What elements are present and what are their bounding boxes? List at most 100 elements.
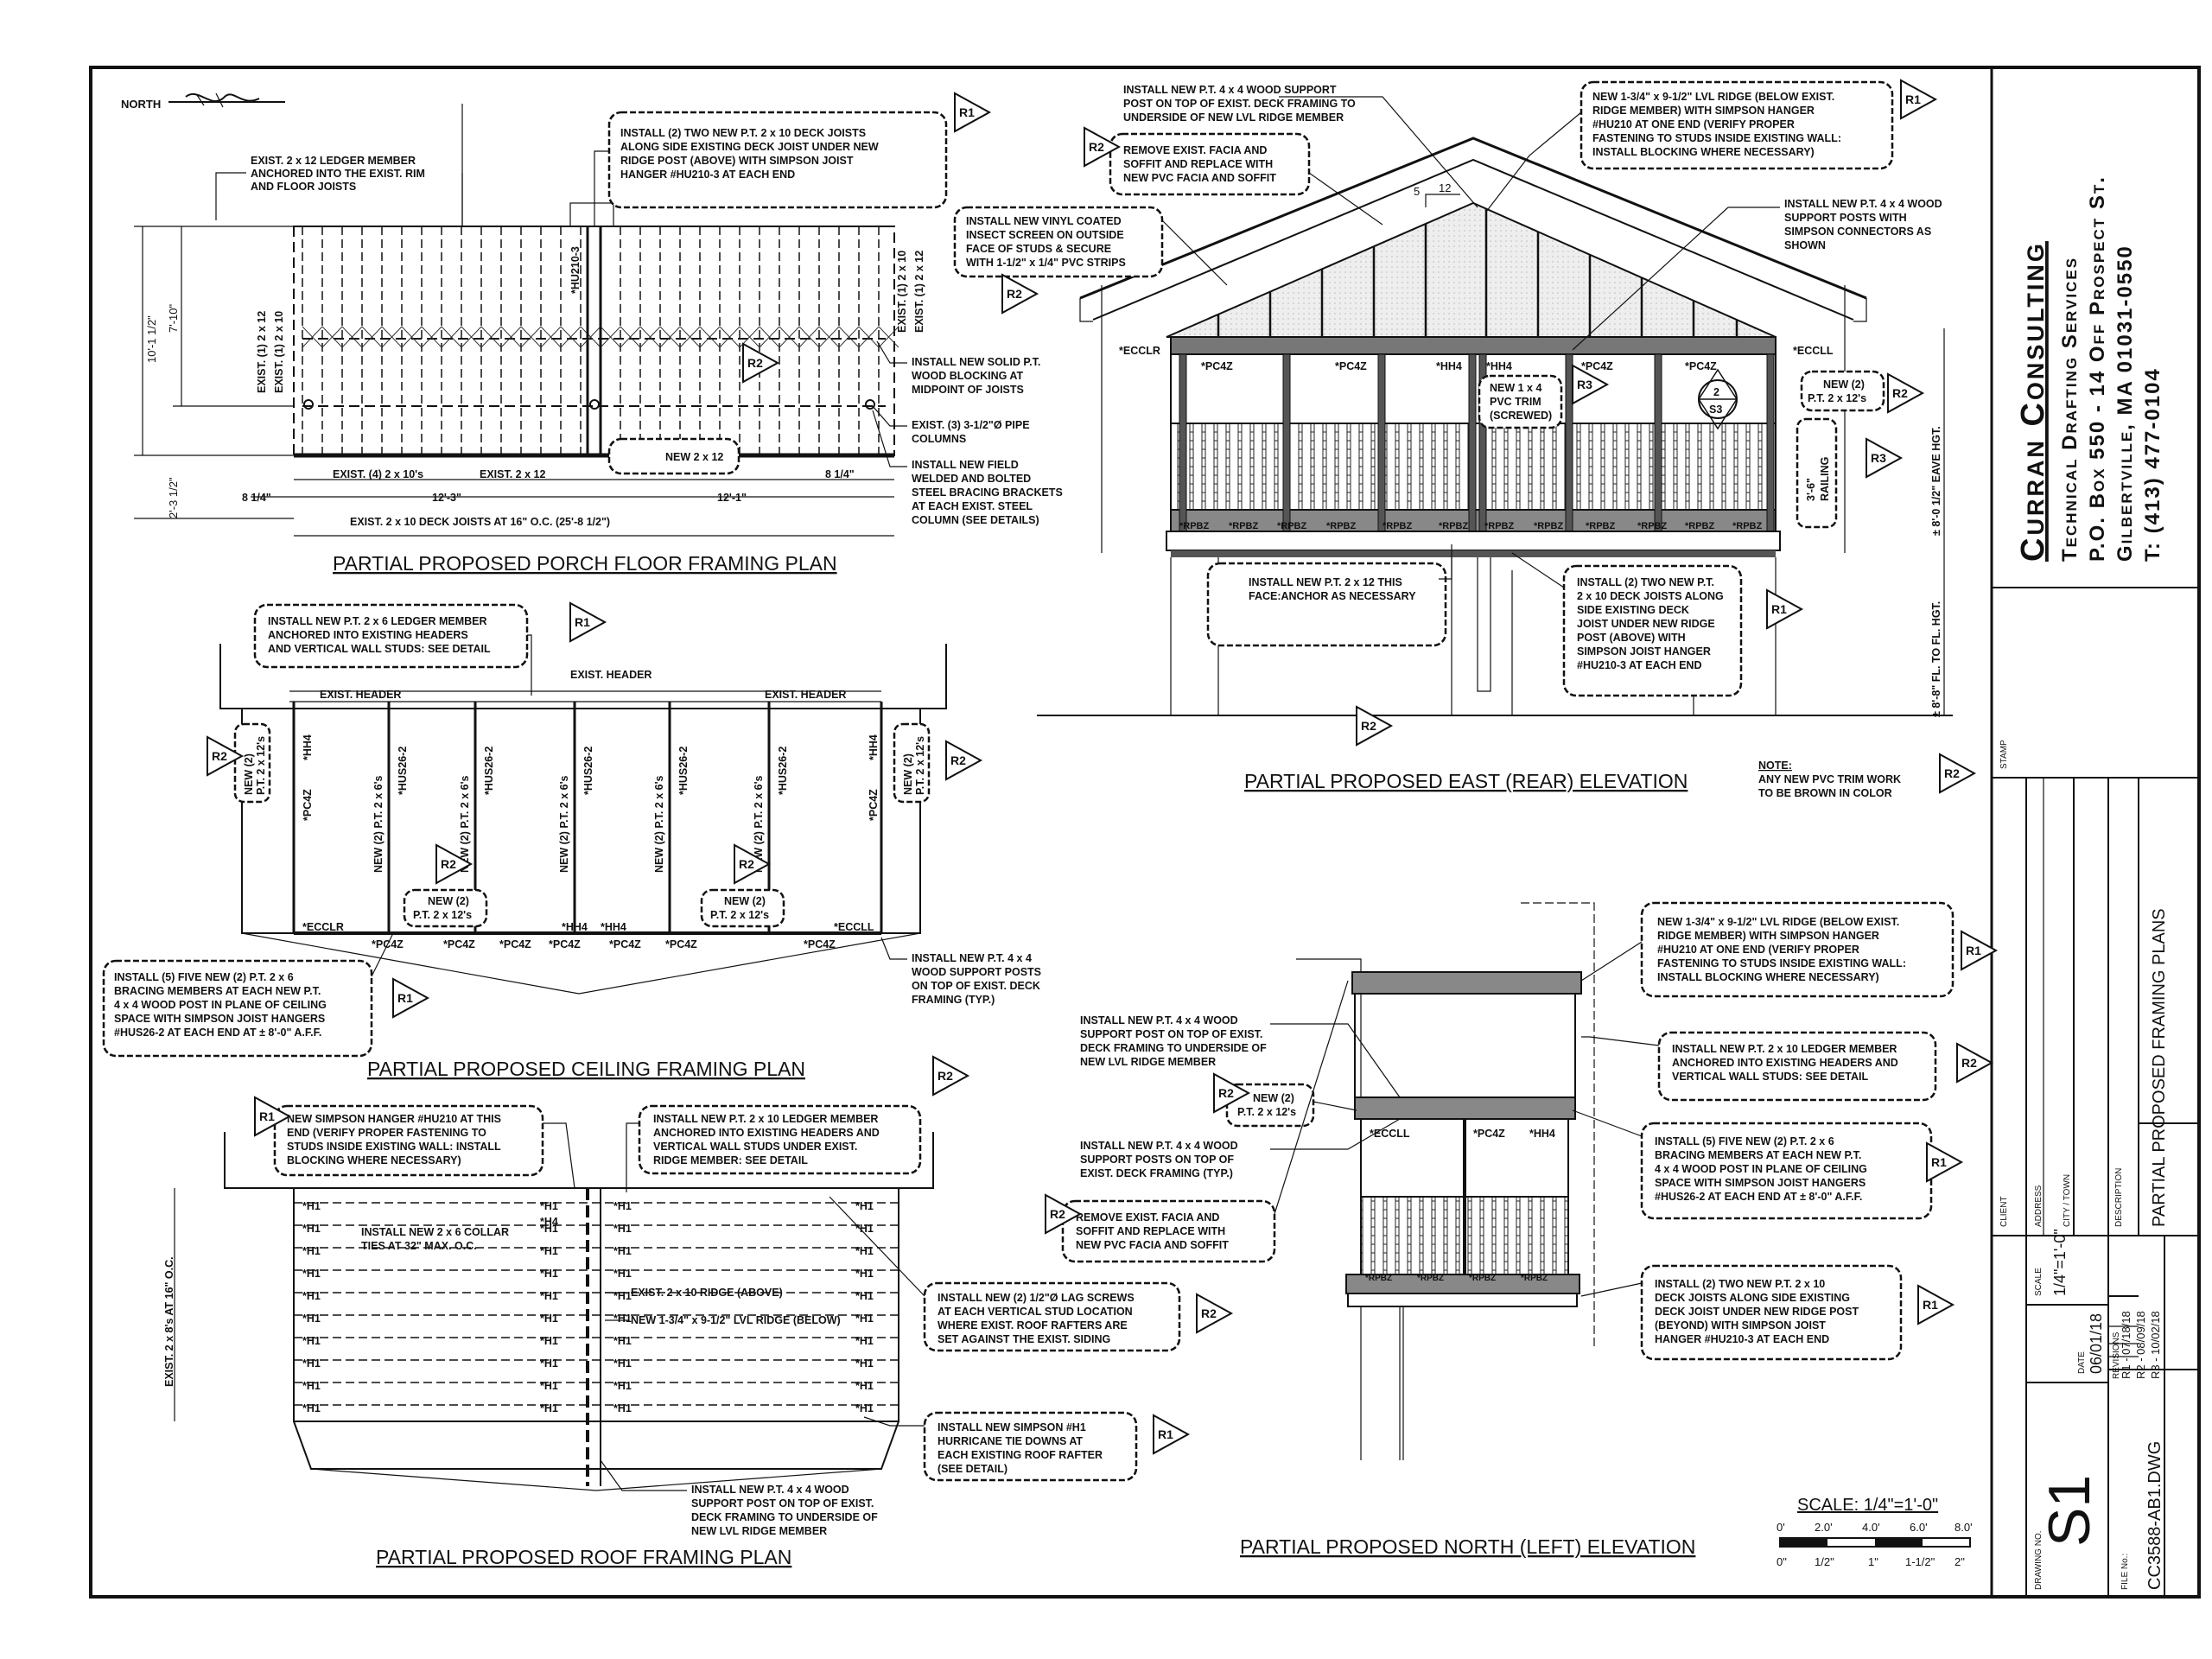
title-porch-floor: PARTIAL PROPOSED PORCH FLOOR FRAMING PLA… (333, 552, 837, 575)
revision-tag: R2 (1045, 1193, 1083, 1235)
east-callout-2 (1109, 132, 1311, 196)
east-railing-box (1796, 417, 1838, 529)
porch-post (1179, 353, 1187, 532)
ceiling-new-mid1-b: P.T. 2 x 12's (413, 909, 472, 921)
porch-exist-right-1: EXIST. (1) 2 x 10 (896, 251, 908, 333)
porch-post (1468, 353, 1477, 532)
blocking-mark (341, 326, 363, 348)
h1-tag: *H1 (540, 1268, 558, 1280)
ceiling-member-label: NEW (2) P.T. 2 x 6's (558, 775, 570, 873)
east-pc4z-3: *PC4Z (1581, 360, 1613, 372)
ceiling-pc4z-tag: *PC4Z (665, 938, 697, 950)
h1-tag: *H1 (302, 1223, 321, 1235)
svg-text:R1: R1 (1158, 1427, 1173, 1441)
rpbz-tag: *RPBZ (1229, 521, 1259, 531)
east-pc4z-2: *PC4Z (1335, 360, 1367, 372)
roof-n8-d: NEW LVL RIDGE MEMBER (691, 1525, 827, 1537)
ceiling-hus-label: *HUS26-2 (483, 747, 495, 795)
h1-tag: *H1 (613, 1223, 632, 1235)
ceiling-n1-b: ANCHORED INTO EXISTING HEADERS (268, 629, 468, 641)
ceiling-new-right-b: P.T. 2 x 12's (914, 736, 926, 795)
sheet-border (89, 66, 2201, 1599)
porch-dim-joists: EXIST. 2 x 10 DECK JOISTS AT 16" O.C. (2… (350, 516, 610, 528)
rpbz-tag: *RPBZ (1534, 521, 1564, 531)
drawing-no-label: DRAWING NO. (2034, 1530, 2044, 1590)
porch-n5-b: COLUMNS (912, 433, 966, 445)
roof-n1-d: BLOCKING WHERE NECESSARY) (287, 1154, 461, 1166)
h1-tag: *H1 (855, 1357, 874, 1370)
east-note-b: TO BE BROWN IN COLOR (1758, 787, 1892, 799)
revision-tag: R2 (207, 735, 245, 777)
scale-value: 1/4"=1'-0" (2051, 1229, 2069, 1296)
blocking-mark (401, 326, 423, 348)
porch-exist-left-1: EXIST. (1) 2 x 12 (256, 311, 268, 393)
svg-text:R2: R2 (441, 857, 456, 871)
company-line4: T: (413) 477-0104 (2141, 367, 2164, 562)
north-arrow: NORTH (121, 92, 285, 111)
revision-tag: R2 (932, 1055, 970, 1096)
blocking-mark (540, 326, 562, 348)
ceiling-member-label: NEW (2) P.T. 2 x 6's (372, 775, 385, 873)
porch-dim-12-1: 12'-1" (717, 492, 747, 504)
h1-tag: *H1 (613, 1290, 632, 1302)
ceiling-header-2a: EXIST. HEADER (570, 669, 652, 681)
title-roof: PARTIAL PROPOSED ROOF FRAMING PLAN (376, 1546, 791, 1568)
rpbz-tag: *RPBZ (1685, 521, 1715, 531)
title-block: Curran Consulting Technical Drafting Ser… (1992, 175, 2199, 1597)
east-n3-e: INSTALL BLOCKING WHERE NECESSARY) (1592, 146, 1815, 158)
pitch-run: 12 (1439, 181, 1451, 194)
blocking-mark (302, 326, 323, 348)
east-n8-d: JOIST UNDER NEW RIDGE (1577, 618, 1715, 630)
north-callout-6 (1640, 1122, 1933, 1220)
porch-post (1654, 353, 1662, 532)
ceiling-n3-b: WOOD SUPPORT POSTS (912, 966, 1041, 978)
h1-tag: *H1 (540, 1313, 558, 1325)
blocking-mark (858, 326, 880, 348)
ceiling-pc4z-right: *PC4Z (868, 789, 880, 821)
roof-n6-a: INSTALL NEW (2) 1/2"Ø LAG SCREWS (938, 1292, 1135, 1304)
dim-2-3: 2'-3 1/2" (167, 477, 180, 518)
north-callout-3 (1657, 1031, 1937, 1102)
east-pc4z-1: *PC4Z (1201, 360, 1233, 372)
h1-tag: *H1 (540, 1380, 558, 1392)
porch-n4-a: INSTALL NEW SOLID P.T. (912, 356, 1040, 368)
ceiling-pc4z-tag: *PC4Z (609, 938, 641, 950)
north-n8-a: INSTALL (2) TWO NEW P.T. 2 x 10 (1655, 1278, 1825, 1290)
porch-n6-c: STEEL BRACING BRACKETS (912, 486, 1063, 499)
revision-tag: R2 (1196, 1293, 1234, 1334)
ceiling-member-label: NEW (2) P.T. 2 x 6's (653, 775, 665, 873)
rpbz-tag: *RPBZ (1326, 521, 1357, 531)
porch-post (1766, 353, 1775, 532)
scale-bot-2: 1" (1868, 1555, 1878, 1568)
east-floor: ± 8'-8" FL. TO FL. HGT. (1930, 601, 1942, 717)
scale-bot-0: 0" (1777, 1555, 1787, 1568)
east-n8-f: SIMPSON JOIST HANGER (1577, 645, 1711, 658)
dim-7-10: 7'-10" (167, 303, 180, 333)
ceiling-new-right-box (893, 722, 931, 804)
h1-tag: *H1 (613, 1245, 632, 1257)
blocking-mark (361, 326, 383, 348)
h1-tag: *H1 (613, 1313, 632, 1325)
svg-text:R1: R1 (259, 1109, 275, 1123)
blocking-mark (580, 326, 601, 348)
svg-text:R2: R2 (1218, 1086, 1234, 1100)
revision-tag: R1 (1153, 1414, 1191, 1455)
north-n2-b: SUPPORT POST ON TOP OF EXIST. (1080, 1028, 1262, 1040)
svg-text:R2: R2 (1007, 287, 1022, 301)
h1-tag: *H1 (540, 1200, 558, 1212)
north-n2-c: DECK FRAMING TO UNDERSIDE OF (1080, 1042, 1267, 1054)
east-n1-c: UNDERSIDE OF NEW LVL RIDGE MEMBER (1123, 111, 1344, 124)
revision-tag: R1 (1766, 588, 1804, 630)
roof-n2-b: ANCHORED INTO EXISTING HEADERS AND (653, 1127, 880, 1139)
porch-dim-8-14-right: 8 1/4" (825, 468, 855, 480)
east-n4-c: SIMPSON CONNECTORS AS (1784, 226, 1931, 238)
east-callout-8 (1562, 564, 1743, 697)
revision-tag: R1 (1926, 1141, 1964, 1183)
ceiling-new-right-a: NEW (2) (902, 753, 914, 795)
ceiling-n2-e: #HUS26-2 AT EACH END AT ± 8'-0" A.F.F. (114, 1027, 321, 1039)
north-n3-a: INSTALL NEW P.T. 2 x 10 LEDGER MEMBER (1672, 1043, 1897, 1055)
revision-tag: R1 (1961, 930, 1999, 971)
roof-n4: EXIST. 2 x 10 RIDGE (ABOVE) (631, 1287, 783, 1299)
porch-dim-8-14-left: 8 1/4" (242, 492, 271, 504)
